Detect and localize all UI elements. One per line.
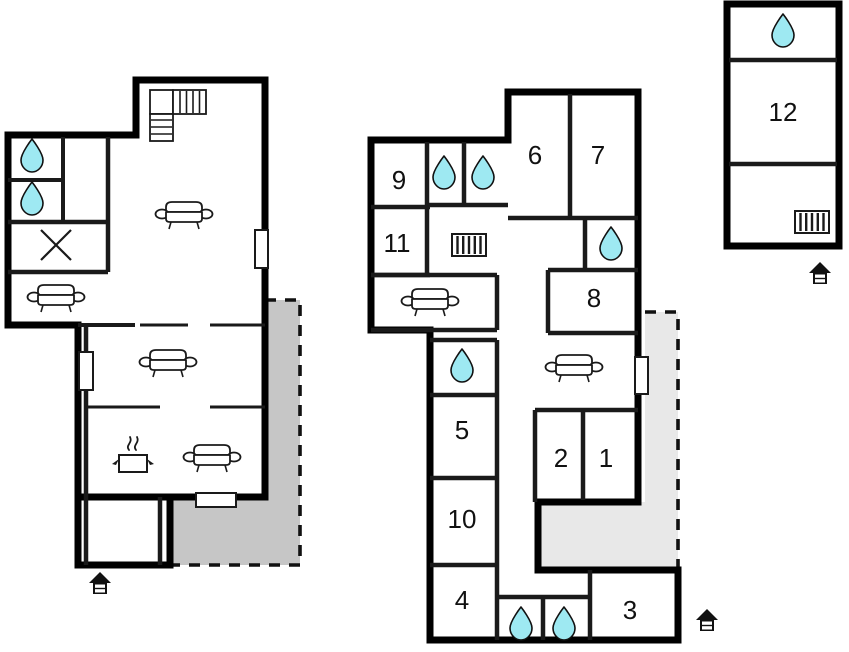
right-floor-plan: 12 (723, 0, 843, 285)
sofa-icon (400, 288, 460, 317)
water-drop-icon (20, 181, 44, 216)
sofa-icon (26, 284, 86, 313)
room-number: 8 (587, 283, 601, 313)
room-number: 1 (599, 443, 613, 473)
cooking-pot-icon (111, 436, 155, 473)
door-icon (634, 356, 649, 395)
terrace-middle (538, 310, 680, 572)
middle-floor-plan: 9 11 6 7 8 5 10 4 2 1 3 (367, 88, 719, 644)
room-number: 9 (392, 165, 406, 195)
middle-interior-walls (371, 94, 638, 640)
water-drop-icon (771, 13, 795, 48)
left-interior-walls (8, 137, 265, 565)
room-number: 7 (591, 140, 605, 170)
house-entrance-icon (88, 571, 112, 595)
terrace-left (170, 298, 302, 567)
water-drop-icon (552, 606, 576, 641)
middle-doors (634, 356, 649, 395)
radiator-icon (450, 232, 488, 258)
left-floor-plan (4, 76, 302, 595)
room-number: 4 (455, 585, 469, 615)
house-entrance-icon (695, 608, 719, 632)
room-number: 10 (448, 504, 477, 534)
staircase-icon (149, 89, 207, 142)
water-drop-icon (509, 606, 533, 641)
left-doors (78, 229, 269, 508)
room-number: 2 (554, 443, 568, 473)
room-number: 6 (528, 140, 542, 170)
water-drop-icon (20, 138, 44, 173)
door-icon (254, 229, 269, 269)
left-outer-walls (4, 76, 269, 569)
sofa-icon (544, 354, 604, 383)
sofa-icon (138, 349, 198, 378)
water-drop-icon (471, 155, 495, 190)
sofa-icon (154, 201, 214, 230)
water-drop-icon (450, 348, 474, 383)
room-number: 11 (384, 228, 411, 258)
cross-icon (39, 228, 73, 262)
sofa-icon (182, 444, 242, 473)
room-number: 5 (455, 415, 469, 445)
door-icon (78, 351, 94, 391)
room-number: 12 (769, 97, 798, 127)
room-number: 3 (623, 595, 637, 625)
door-icon (195, 492, 237, 508)
radiator-icon (793, 209, 831, 235)
house-entrance-icon (808, 261, 832, 285)
water-drop-icon (599, 226, 623, 261)
middle-outer-walls (367, 88, 682, 644)
water-drop-icon (432, 155, 456, 190)
